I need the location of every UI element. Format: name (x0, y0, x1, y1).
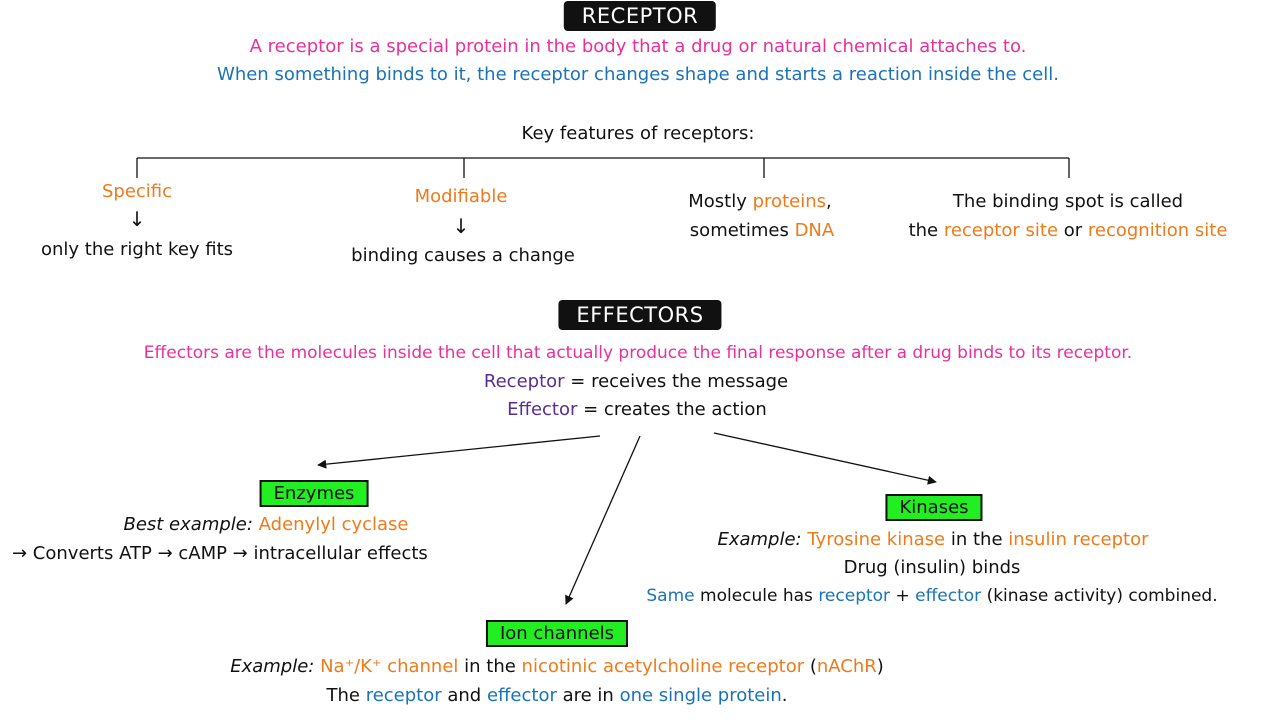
ion-receptor: receptor (365, 685, 442, 706)
ion-one-single-protein: one single protein (619, 685, 782, 706)
feature-site-or: or (1058, 220, 1088, 241)
kinases-example-value: Tyrosine kinase (807, 529, 946, 550)
ion-example-mid: in the (458, 656, 522, 677)
receptor-equation: Receptor = receives the message (484, 371, 788, 392)
ion-l2-e: are in (556, 685, 620, 706)
ion-example-value: Na⁺/K⁺ channel (320, 656, 459, 677)
ion-line2: The receptor and effector are in one sin… (326, 685, 787, 706)
enzymes-example: Best example: Adenylyl cyclase (123, 514, 408, 535)
feature-specific-label: Specific (101, 181, 173, 202)
feature-modifiable-desc: binding causes a change (351, 245, 575, 266)
feature-modifiable-label: Modifiable (414, 186, 508, 207)
feature-specific-desc: only the right key fits (40, 239, 234, 260)
receptor-title: RECEPTOR (563, 1, 717, 31)
effector-meaning: = creates the action (577, 399, 767, 420)
arrow-to-enzymes (317, 435, 601, 469)
ion-effector: effector (486, 685, 557, 706)
feature-specific-arrow: ↓ (128, 207, 146, 231)
kinases-example-mid: in the (945, 529, 1009, 550)
ion-l2-a: The (326, 685, 366, 706)
enzymes-box: Enzymes (259, 480, 369, 507)
feature-proteins-comma: , (826, 191, 832, 212)
ion-period: . (781, 685, 788, 706)
effector-equation: Effector = creates the action (507, 399, 767, 420)
enzymes-example-label: Best example: (123, 514, 259, 535)
kinases-molecule-has: molecule has (694, 586, 819, 606)
feature-receptor-site: receptor site (943, 220, 1059, 241)
kinases-plus: + (890, 586, 916, 606)
ion-paren-close: ) (876, 656, 884, 677)
feature-modifiable-arrow: ↓ (452, 214, 470, 238)
feature-recognition-site: recognition site (1087, 220, 1228, 241)
effector-word: Effector (507, 399, 578, 420)
kinases-line3: Same molecule has receptor + effector (k… (646, 586, 1217, 606)
features-heading: Key features of receptors: (521, 123, 755, 144)
ion-paren-open: ( (804, 656, 817, 677)
feature-site-line2: the receptor site or recognition site (909, 220, 1228, 241)
enzymes-pathway: → Converts ATP → cAMP → intracellular ef… (12, 543, 428, 564)
arrow-to-ion-channels (565, 435, 641, 605)
effectors-definition: Effectors are the molecules inside the c… (143, 343, 1133, 363)
ion-example-label: Example: (230, 656, 321, 677)
receptor-meaning: = receives the message (564, 371, 789, 392)
receptor-word: Receptor (483, 371, 565, 392)
feature-dna-highlight: DNA (794, 220, 835, 241)
ion-example-value3: nAChR (816, 656, 877, 677)
feature-proteins-pre: Mostly (688, 191, 753, 212)
feature-site-line1: The binding spot is called (952, 191, 1184, 212)
feature-site-pre: the (908, 220, 944, 241)
ion-l2-c: and (441, 685, 487, 706)
ion-channels-box: Ion channels (485, 620, 629, 647)
kinases-example-value2: insulin receptor (1008, 529, 1149, 550)
ion-example-value2: nicotinic acetylcholine receptor (521, 656, 805, 677)
ion-example: Example: Na⁺/K⁺ channel in the nicotinic… (230, 656, 884, 677)
effectors-title: EFFECTORS (558, 300, 722, 330)
kinases-example-label: Example: (717, 529, 808, 550)
feature-proteins-highlight: proteins (752, 191, 826, 212)
kinases-same: Same (646, 586, 695, 606)
receptor-definition-line1: A receptor is a special protein in the b… (249, 36, 1027, 57)
features-bracket (136, 157, 1070, 178)
kinases-example: Example: Tyrosine kinase in the insulin … (717, 529, 1148, 550)
receptor-definition-line2: When something binds to it, the receptor… (217, 64, 1059, 85)
kinases-line2: Drug (insulin) binds (843, 557, 1021, 578)
kinases-combined: (kinase activity) combined. (981, 586, 1218, 606)
kinases-receptor: receptor (818, 586, 891, 606)
feature-dna-pre: sometimes (689, 220, 795, 241)
feature-proteins-line1: Mostly proteins, (688, 191, 831, 212)
kinases-box: Kinases (885, 494, 983, 521)
arrow-to-kinases (713, 432, 937, 485)
feature-proteins-line2: sometimes DNA (690, 220, 834, 241)
enzymes-example-value: Adenylyl cyclase (258, 514, 409, 535)
kinases-effector: effector (915, 586, 982, 606)
